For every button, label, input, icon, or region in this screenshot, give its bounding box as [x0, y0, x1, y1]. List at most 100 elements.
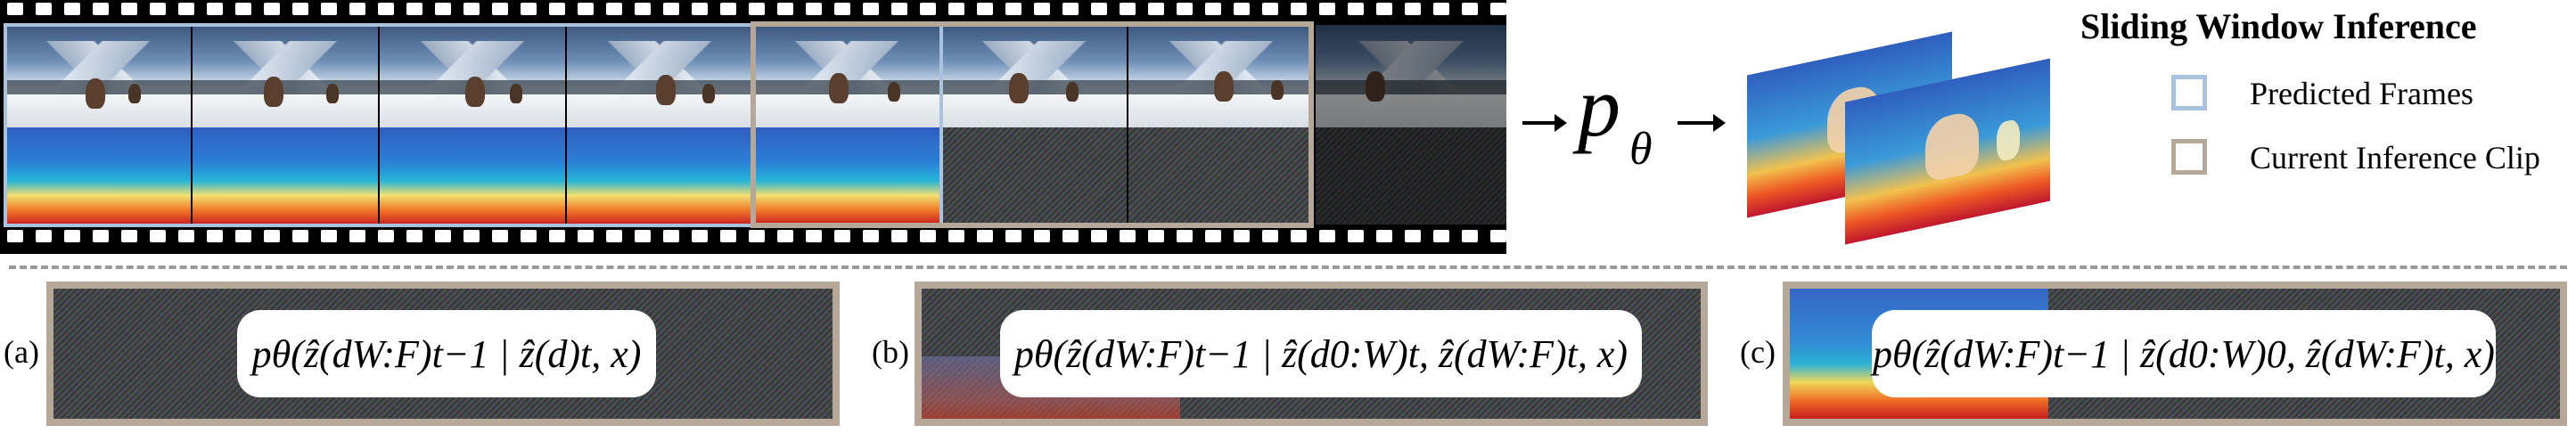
formula-a: pθ(ẑ(dW:F)t−1 | ẑ(d)t, x)	[237, 310, 656, 397]
film-sprocket-hole	[121, 3, 137, 15]
film-sprocket-hole	[692, 3, 708, 15]
film-sprocket-hole	[1177, 3, 1193, 15]
film-sprocket-hole	[378, 3, 394, 15]
film-sprocket-hole	[1348, 3, 1364, 15]
film-sprocket-hole	[349, 230, 365, 242]
film-sprocket-hole	[93, 3, 109, 15]
film-sprocket-hole	[435, 230, 451, 242]
film-sprocket-hole	[378, 230, 394, 242]
video-frame-2	[193, 25, 378, 225]
film-sprocket-hole	[635, 3, 651, 15]
film-sprocket-hole	[521, 230, 537, 242]
video-frame-8	[1316, 25, 1506, 225]
film-sprocket-hole	[1005, 230, 1021, 242]
right-arrow-icon	[1678, 114, 1726, 132]
video-frame-4	[567, 25, 752, 225]
film-sprocket-hole	[834, 3, 850, 15]
film-sprocket-hole	[1148, 3, 1164, 15]
film-sprocket-hole	[578, 3, 594, 15]
film-sprocket-hole	[578, 230, 594, 242]
film-sprocket-hole	[1034, 230, 1050, 242]
film-sprocket-hole	[36, 230, 52, 242]
film-sprocket-hole	[977, 230, 993, 242]
film-sprocket-hole	[834, 230, 850, 242]
film-sprocket-hole	[1462, 230, 1478, 242]
film-sprocket-hole	[1405, 3, 1421, 15]
film-sprocket-hole	[406, 230, 422, 242]
video-frame-5	[754, 25, 939, 225]
film-sprocket-hole	[920, 230, 936, 242]
formula-c: pθ(ẑ(dW:F)t−1 | ẑ(d0:W)0, ẑ(dW:F)t, x)	[1872, 310, 2496, 397]
film-sprocket-hole	[1234, 230, 1250, 242]
panel-c: pθ(ẑ(dW:F)t−1 | ẑ(d0:W)0, ẑ(dW:F)t, x)	[1783, 282, 2567, 426]
panel-label-b: (b)	[872, 334, 909, 370]
film-sprocket-hole	[1091, 3, 1107, 15]
film-sprocket-hole	[977, 3, 993, 15]
film-sprocket-hole	[1291, 230, 1307, 242]
panel-a: pθ(ẑ(dW:F)t−1 | ẑ(d)t, x)	[46, 282, 840, 426]
film-sprocket-hole	[178, 3, 194, 15]
film-sprocket-hole	[663, 230, 679, 242]
model-symbol-subscript: θ	[1629, 124, 1653, 175]
dashed-divider	[9, 266, 2567, 269]
panel-label-a: (a)	[4, 334, 39, 370]
video-frame-7	[1128, 25, 1314, 225]
film-sprocket-hole	[121, 230, 137, 242]
film-sprocket-hole	[321, 230, 337, 242]
film-sprocket-hole	[777, 230, 793, 242]
film-sprocket-hole	[663, 3, 679, 15]
film-sprocket-hole	[1034, 3, 1050, 15]
film-sprocket-hole	[235, 3, 251, 15]
film-sprocket-hole	[1462, 3, 1478, 15]
right-arrow-icon	[1522, 114, 1567, 132]
film-sprocket-hole	[1291, 3, 1307, 15]
film-sprocket-hole	[1405, 230, 1421, 242]
panel-label-c: (c)	[1740, 334, 1776, 370]
film-sprocket-hole	[863, 3, 879, 15]
film-sprockets-top	[0, 3, 1506, 22]
film-sprocket-hole	[292, 230, 308, 242]
film-sprocket-hole	[863, 230, 879, 242]
video-frame-6	[941, 25, 1127, 225]
panel-b: pθ(ẑ(dW:F)t−1 | ẑ(d0:W)t, ẑ(dW:F)t, x)	[915, 282, 1708, 426]
film-sprocket-hole	[150, 230, 166, 242]
film-sprocket-hole	[635, 230, 651, 242]
film-sprocket-hole	[207, 230, 223, 242]
film-sprocket-hole	[1120, 230, 1136, 242]
film-sprocket-hole	[1205, 3, 1221, 15]
film-sprocket-hole	[150, 3, 166, 15]
film-sprocket-hole	[806, 3, 822, 15]
film-sprockets-bottom	[0, 230, 1506, 249]
film-sprocket-hole	[1205, 230, 1221, 242]
film-sprocket-hole	[349, 3, 365, 15]
film-sprocket-hole	[93, 230, 109, 242]
legend-label: Current Inference Clip	[2250, 140, 2540, 176]
legend-swatch-predicted	[2171, 75, 2207, 110]
film-sprocket-hole	[948, 230, 964, 242]
film-sprocket-hole	[1148, 230, 1164, 242]
film-sprocket-hole	[1490, 3, 1506, 15]
video-frame-3	[380, 25, 565, 225]
film-sprocket-hole	[720, 3, 736, 15]
film-sprocket-hole	[36, 3, 52, 15]
film-sprocket-hole	[235, 230, 251, 242]
film-sprocket-hole	[7, 3, 23, 15]
current-inference-clip-box	[751, 21, 1314, 228]
film-sprocket-hole	[1319, 3, 1335, 15]
film-sprocket-hole	[521, 3, 537, 15]
film-sprocket-hole	[1319, 230, 1335, 242]
film-sprocket-hole	[920, 3, 936, 15]
film-sprocket-hole	[64, 3, 80, 15]
film-sprocket-hole	[1062, 230, 1079, 242]
film-sprocket-hole	[1177, 230, 1193, 242]
legend-title: Sliding Window Inference	[2080, 6, 2477, 46]
film-sprocket-hole	[435, 3, 451, 15]
film-sprocket-hole	[1348, 230, 1364, 242]
film-sprocket-hole	[1376, 3, 1392, 15]
film-sprocket-hole	[292, 3, 308, 15]
film-sprocket-hole	[207, 3, 223, 15]
film-sprocket-hole	[1490, 230, 1506, 242]
film-sprocket-hole	[749, 3, 765, 15]
film-sprocket-hole	[406, 3, 422, 15]
film-sprocket-hole	[1262, 3, 1278, 15]
